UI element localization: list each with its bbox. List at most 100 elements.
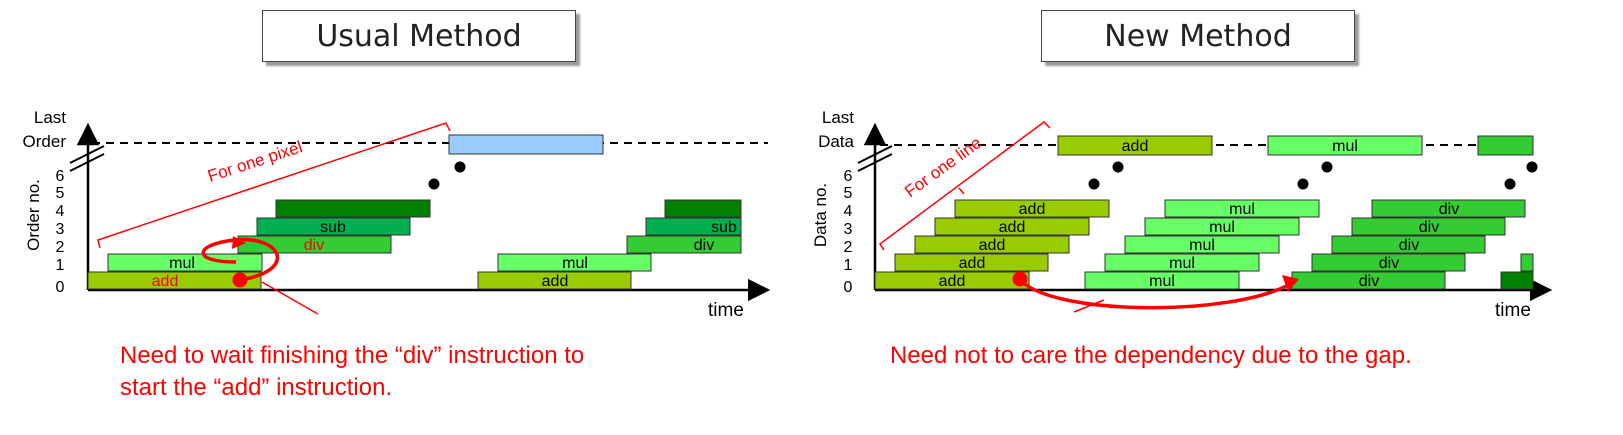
bar-sub-label: sub (320, 219, 346, 236)
ellipsis-dot-4 (1321, 161, 1333, 173)
last-add-bar (1057, 135, 1213, 156)
axis-break-1 (69, 145, 105, 164)
new-method-caption: Need not to care the dependency due to t… (890, 342, 1412, 369)
bars-group-1: add mul div sub (87, 134, 604, 290)
y-top-label-line1: Last (822, 108, 854, 127)
add-bar-1 (894, 253, 1049, 272)
y-tick-0: 0 (56, 279, 65, 296)
mul-bar-2-label: mul (1189, 237, 1215, 254)
mul-bar-4 (1164, 199, 1320, 218)
y-axis-title: Order no. (24, 179, 43, 251)
for-one-line-brace (878, 121, 1051, 251)
caption-pointer-line (1073, 299, 1105, 313)
div-bar-1-label: div (1379, 255, 1399, 272)
ellipsis-dot-1 (1088, 178, 1100, 190)
axis-break-2 (857, 153, 893, 172)
y-tick-labels: 0 1 2 3 4 5 6 (56, 168, 65, 296)
mul-bar-0 (1084, 271, 1240, 290)
dependency-arrowhead (1282, 275, 1299, 292)
bar-add (87, 271, 262, 290)
add-group: add add add add add (874, 199, 1110, 290)
bar2-sub (645, 217, 742, 236)
add-bar-2-label: add (979, 237, 1006, 254)
y-tick-5: 5 (56, 185, 65, 202)
div-bar-3 (1351, 217, 1506, 236)
dependency-arrow (1018, 277, 1293, 310)
bar2-add (477, 271, 632, 290)
add-bar-2 (914, 235, 1070, 254)
last-data-row: add mul (1057, 135, 1534, 156)
bar2-sub-label: sub (711, 219, 737, 236)
div-group: div div div div div (1291, 199, 1526, 290)
next-group-bar-1 (1520, 253, 1534, 272)
bar2-add-label: add (542, 273, 569, 290)
bar2-top (664, 199, 742, 218)
y-tick-3: 3 (844, 221, 853, 238)
usual-method-diagram: Last Order Order no. 0 1 2 3 4 5 6 time … (23, 108, 771, 321)
axis-break-1 (857, 145, 893, 164)
ellipsis-dot-2 (1112, 161, 1124, 173)
y-tick-4: 4 (56, 203, 65, 220)
bar2-mul (497, 253, 652, 272)
for-one-pixel-brace (97, 122, 451, 249)
div-bar-4-label: div (1439, 201, 1459, 218)
div-bar-4 (1371, 199, 1526, 218)
bar2-div (626, 235, 742, 254)
div-bar-2 (1331, 235, 1486, 254)
usual-method-title: Usual Method (262, 10, 576, 62)
mul-bar-0-label: mul (1149, 273, 1175, 290)
y-tick-3: 3 (56, 221, 65, 238)
y-tick-1: 1 (56, 257, 65, 274)
bar-mul-label: mul (169, 255, 195, 272)
brace-label: For one pixel (205, 137, 304, 185)
ellipsis-dot-3 (1297, 178, 1309, 190)
add-bar-0-label: add (939, 273, 966, 290)
new-method-title: New Method (1041, 10, 1355, 62)
usual-method-panel: Usual Method Last Order Order no. 0 1 2 … (0, 0, 811, 435)
mul-bar-3-label: mul (1209, 219, 1235, 236)
bar-last-order (448, 134, 604, 155)
bar-mul (107, 253, 263, 272)
y-tick-4: 4 (844, 203, 853, 220)
dependency-dot (232, 272, 248, 288)
add-bar-4-label: add (1019, 201, 1046, 218)
y-top-label-line1: Last (34, 108, 66, 127)
y-tick-labels: 0 1 2 3 4 5 6 (844, 168, 853, 296)
next-group-bar-0 (1500, 271, 1534, 290)
ellipsis-dot-6 (1526, 161, 1538, 173)
y-top-label-line2: Data (818, 132, 854, 151)
add-bar-3 (934, 217, 1090, 236)
last-mul-label: mul (1332, 138, 1358, 155)
caption-pointer-line (261, 281, 319, 315)
ellipsis-dot-1 (428, 178, 440, 190)
last-next-bar (1477, 135, 1534, 156)
add-bar-4 (954, 199, 1110, 218)
mul-bar-4-label: mul (1229, 201, 1255, 218)
dependency-arrowhead (232, 236, 246, 249)
bars-group-2: add mul div sub (477, 199, 742, 290)
axis-break-2 (69, 153, 105, 172)
brace-tick (958, 187, 965, 195)
ellipsis-dot-5 (1504, 178, 1516, 190)
add-bar-0 (874, 271, 1030, 290)
mul-bar-1-label: mul (1169, 255, 1195, 272)
add-bar-3-label: add (999, 219, 1026, 236)
new-method-panel: New Method Last Data Data no. 0 1 2 3 4 … (811, 0, 1623, 435)
brace-label: For one line (901, 133, 985, 201)
ellipsis-dot-2 (454, 161, 466, 173)
bar2-mul-label: mul (562, 255, 588, 272)
y-top-label-line2: Order (23, 132, 67, 151)
bar-sub (256, 217, 411, 236)
new-method-diagram: Last Data Data no. 0 1 2 3 4 5 6 time Fo… (811, 108, 1553, 321)
y-axis-title: Data no. (811, 183, 830, 247)
mul-bar-2 (1124, 235, 1280, 254)
bar-add-label: add (152, 273, 179, 290)
y-tick-2: 2 (844, 239, 853, 256)
x-axis-title: time (1495, 300, 1531, 321)
bar-top (275, 199, 431, 218)
div-bar-0-label: div (1359, 273, 1379, 290)
div-bar-2-label: div (1399, 237, 1419, 254)
y-tick-6: 6 (844, 168, 853, 185)
add-bar-1-label: add (959, 255, 986, 272)
bar2-div-label: div (694, 237, 714, 254)
